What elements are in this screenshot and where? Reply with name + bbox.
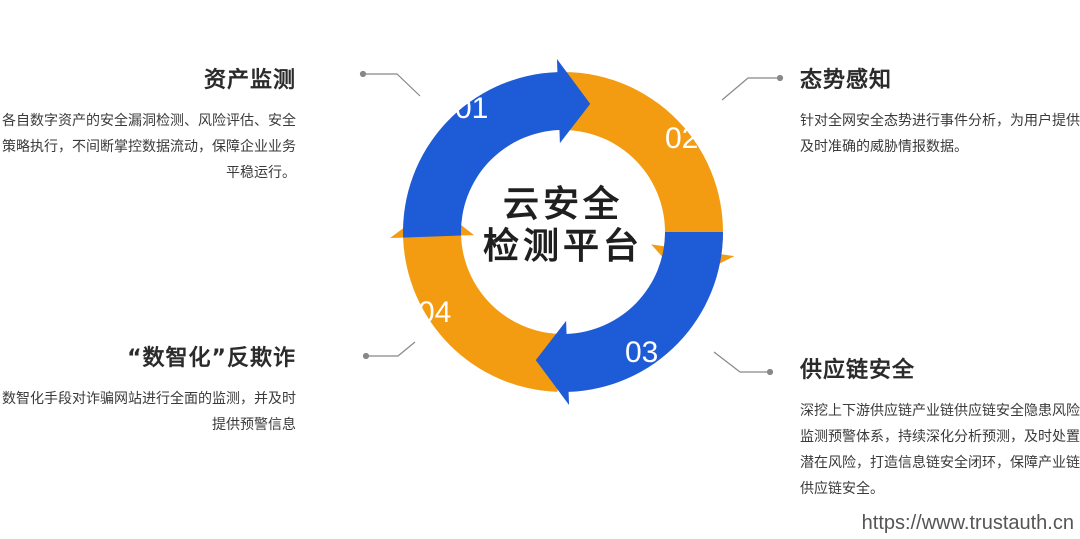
leader-lines — [359, 70, 784, 376]
leader-line-asset — [363, 73, 421, 97]
block-supply-chain-security: 供应链安全 深挖上下游供应链产业链供应链安全隐患风险监测预警体系，持续深化分析预… — [800, 352, 1080, 502]
center-title-line2: 检测平台 — [483, 226, 643, 267]
leader-dot-supply — [766, 368, 774, 376]
leader-line-situation — [721, 77, 780, 101]
cycle-ring — [390, 59, 735, 405]
block-desc: 深挖上下游供应链产业链供应链安全隐患风险监测预警体系，持续深化分析预测，及时处置… — [800, 403, 1080, 497]
segment-number-02: 02 — [665, 122, 698, 155]
block-title: 态势感知 — [800, 68, 893, 93]
block-desc: 各自数字资产的安全漏洞检测、风险评估、安全策略执行，不间断掌控数据流动，保障企业… — [2, 113, 296, 181]
cycle-arrow-02 — [563, 72, 735, 282]
watermark-url: https://www.trustauth.cn — [861, 512, 1074, 534]
block-asset-monitoring: 资产监测 各自数字资产的安全漏洞检测、风险评估、安全策略执行，不间断掌控数据流动… — [0, 62, 296, 186]
leader-dot-fraud — [362, 352, 370, 360]
leader-dot-asset — [359, 70, 367, 78]
cycle-arrow-03 — [535, 232, 723, 405]
block-anti-fraud: “数智化”反欺诈 数智化手段对诈骗网站进行全面的监测，并及时提供预警信息 — [0, 340, 296, 438]
cycle-arrow-04 — [390, 204, 560, 392]
leader-line-supply — [713, 351, 770, 373]
cycle-arrow-01 — [403, 59, 591, 238]
segment-number-03: 03 — [625, 336, 658, 369]
block-title: “数智化”反欺诈 — [127, 346, 296, 371]
block-title: 供应链安全 — [800, 358, 916, 383]
block-situation-awareness: 态势感知 针对全网安全态势进行事件分析，为用户提供及时准确的威胁情报数据。 — [800, 62, 1080, 160]
block-desc: 数智化手段对诈骗网站进行全面的监测，并及时提供预警信息 — [2, 391, 296, 433]
center-title-line1: 云安全 — [503, 183, 623, 225]
segment-number-01: 01 — [455, 92, 488, 125]
block-title: 资产监测 — [203, 68, 296, 93]
leader-dot-situation — [776, 74, 784, 82]
leader-line-fraud — [366, 341, 416, 357]
segment-number-04: 04 — [418, 296, 451, 329]
block-desc: 针对全网安全态势进行事件分析，为用户提供及时准确的威胁情报数据。 — [800, 113, 1080, 155]
